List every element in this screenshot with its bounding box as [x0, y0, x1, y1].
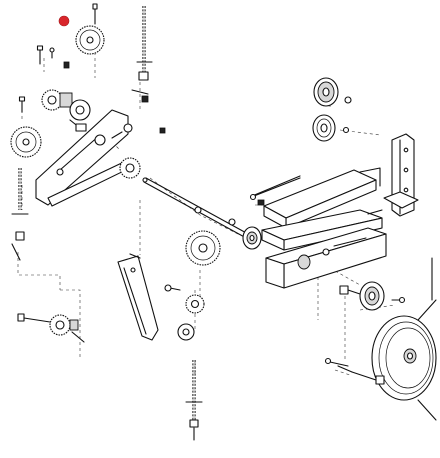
lower-left-sprocket-assembly: [17, 313, 85, 343]
chain-bottom: [185, 360, 203, 441]
lower-pulley: [312, 114, 350, 142]
top-sprocket: [75, 3, 105, 55]
chain-top: [131, 6, 153, 103]
cross-rail-middle: [261, 209, 383, 251]
bolt-set-bottom-right: [324, 357, 385, 385]
frame-lower-member: [265, 227, 387, 289]
chain-guide-bracket: [117, 253, 159, 341]
chain-left: [11, 168, 29, 261]
mounting-plate: [35, 109, 135, 207]
idler-sprocket-cluster: [41, 89, 91, 132]
shaft-bearing: [194, 206, 262, 250]
large-drive-pulley: [371, 257, 437, 421]
left-sprocket: [10, 126, 42, 158]
large-center-sprocket: [185, 230, 221, 266]
tension-rod: [249, 177, 301, 206]
center-sprocket: [119, 157, 141, 179]
plate-hardware: [111, 123, 166, 139]
upper-pulley: [313, 77, 352, 107]
red-dot-marker-icon: [58, 15, 70, 27]
frame-upright: [383, 133, 419, 217]
small-sprocket-pair: [164, 284, 205, 341]
bolt-set-top-left: [18, 45, 70, 113]
idler-pulley-right: [339, 281, 406, 311]
